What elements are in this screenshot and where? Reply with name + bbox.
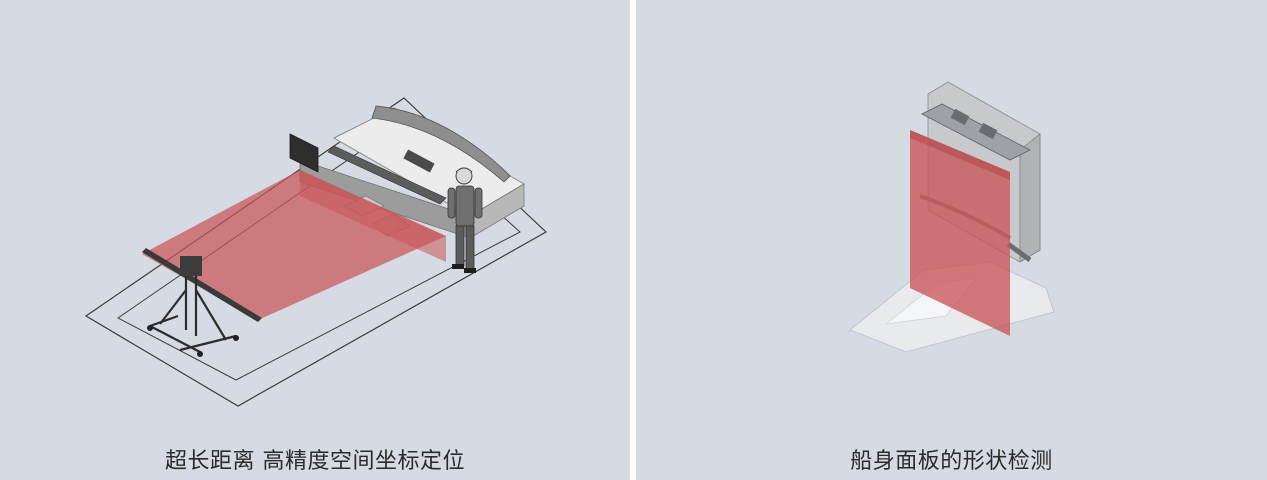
scanner-head [180, 256, 202, 276]
laser-scan-plane [142, 170, 446, 320]
left-panel: 超长距离 高精度空间坐标定位 [0, 0, 630, 480]
stand-wheel-3 [233, 335, 239, 341]
clamp-block-1 [950, 108, 970, 126]
floor-outline-outer [84, 97, 548, 407]
curved-hull-part [371, 105, 511, 183]
laser-plane-highlight [910, 130, 1010, 180]
hull-panel-inspection-illustration [849, 81, 1055, 353]
clamp-block-2 [978, 122, 998, 140]
laser-scan-plane [910, 130, 1010, 336]
right-panel: 船身面板的形状检测 [636, 0, 1267, 480]
monitor-screen [289, 133, 319, 173]
small-device [403, 149, 435, 173]
curved-rail-lower [1006, 241, 1032, 263]
laser-scan-plane-vertical [300, 170, 446, 262]
scanner-stand [149, 262, 237, 353]
right-caption: 船身面板的形状检测 [850, 449, 1053, 474]
left-caption: 超长距离 高精度空间坐标定位 [165, 449, 465, 474]
stand-wheel-2 [197, 351, 203, 357]
scanner-beam [142, 248, 262, 322]
worker-figure [447, 167, 483, 273]
fixture-rail [327, 145, 447, 205]
long-range-scanner-illustration [84, 97, 548, 407]
frame-right-side [1019, 133, 1041, 263]
stand-wheel-1 [147, 325, 153, 331]
top-fixture [921, 103, 1031, 161]
